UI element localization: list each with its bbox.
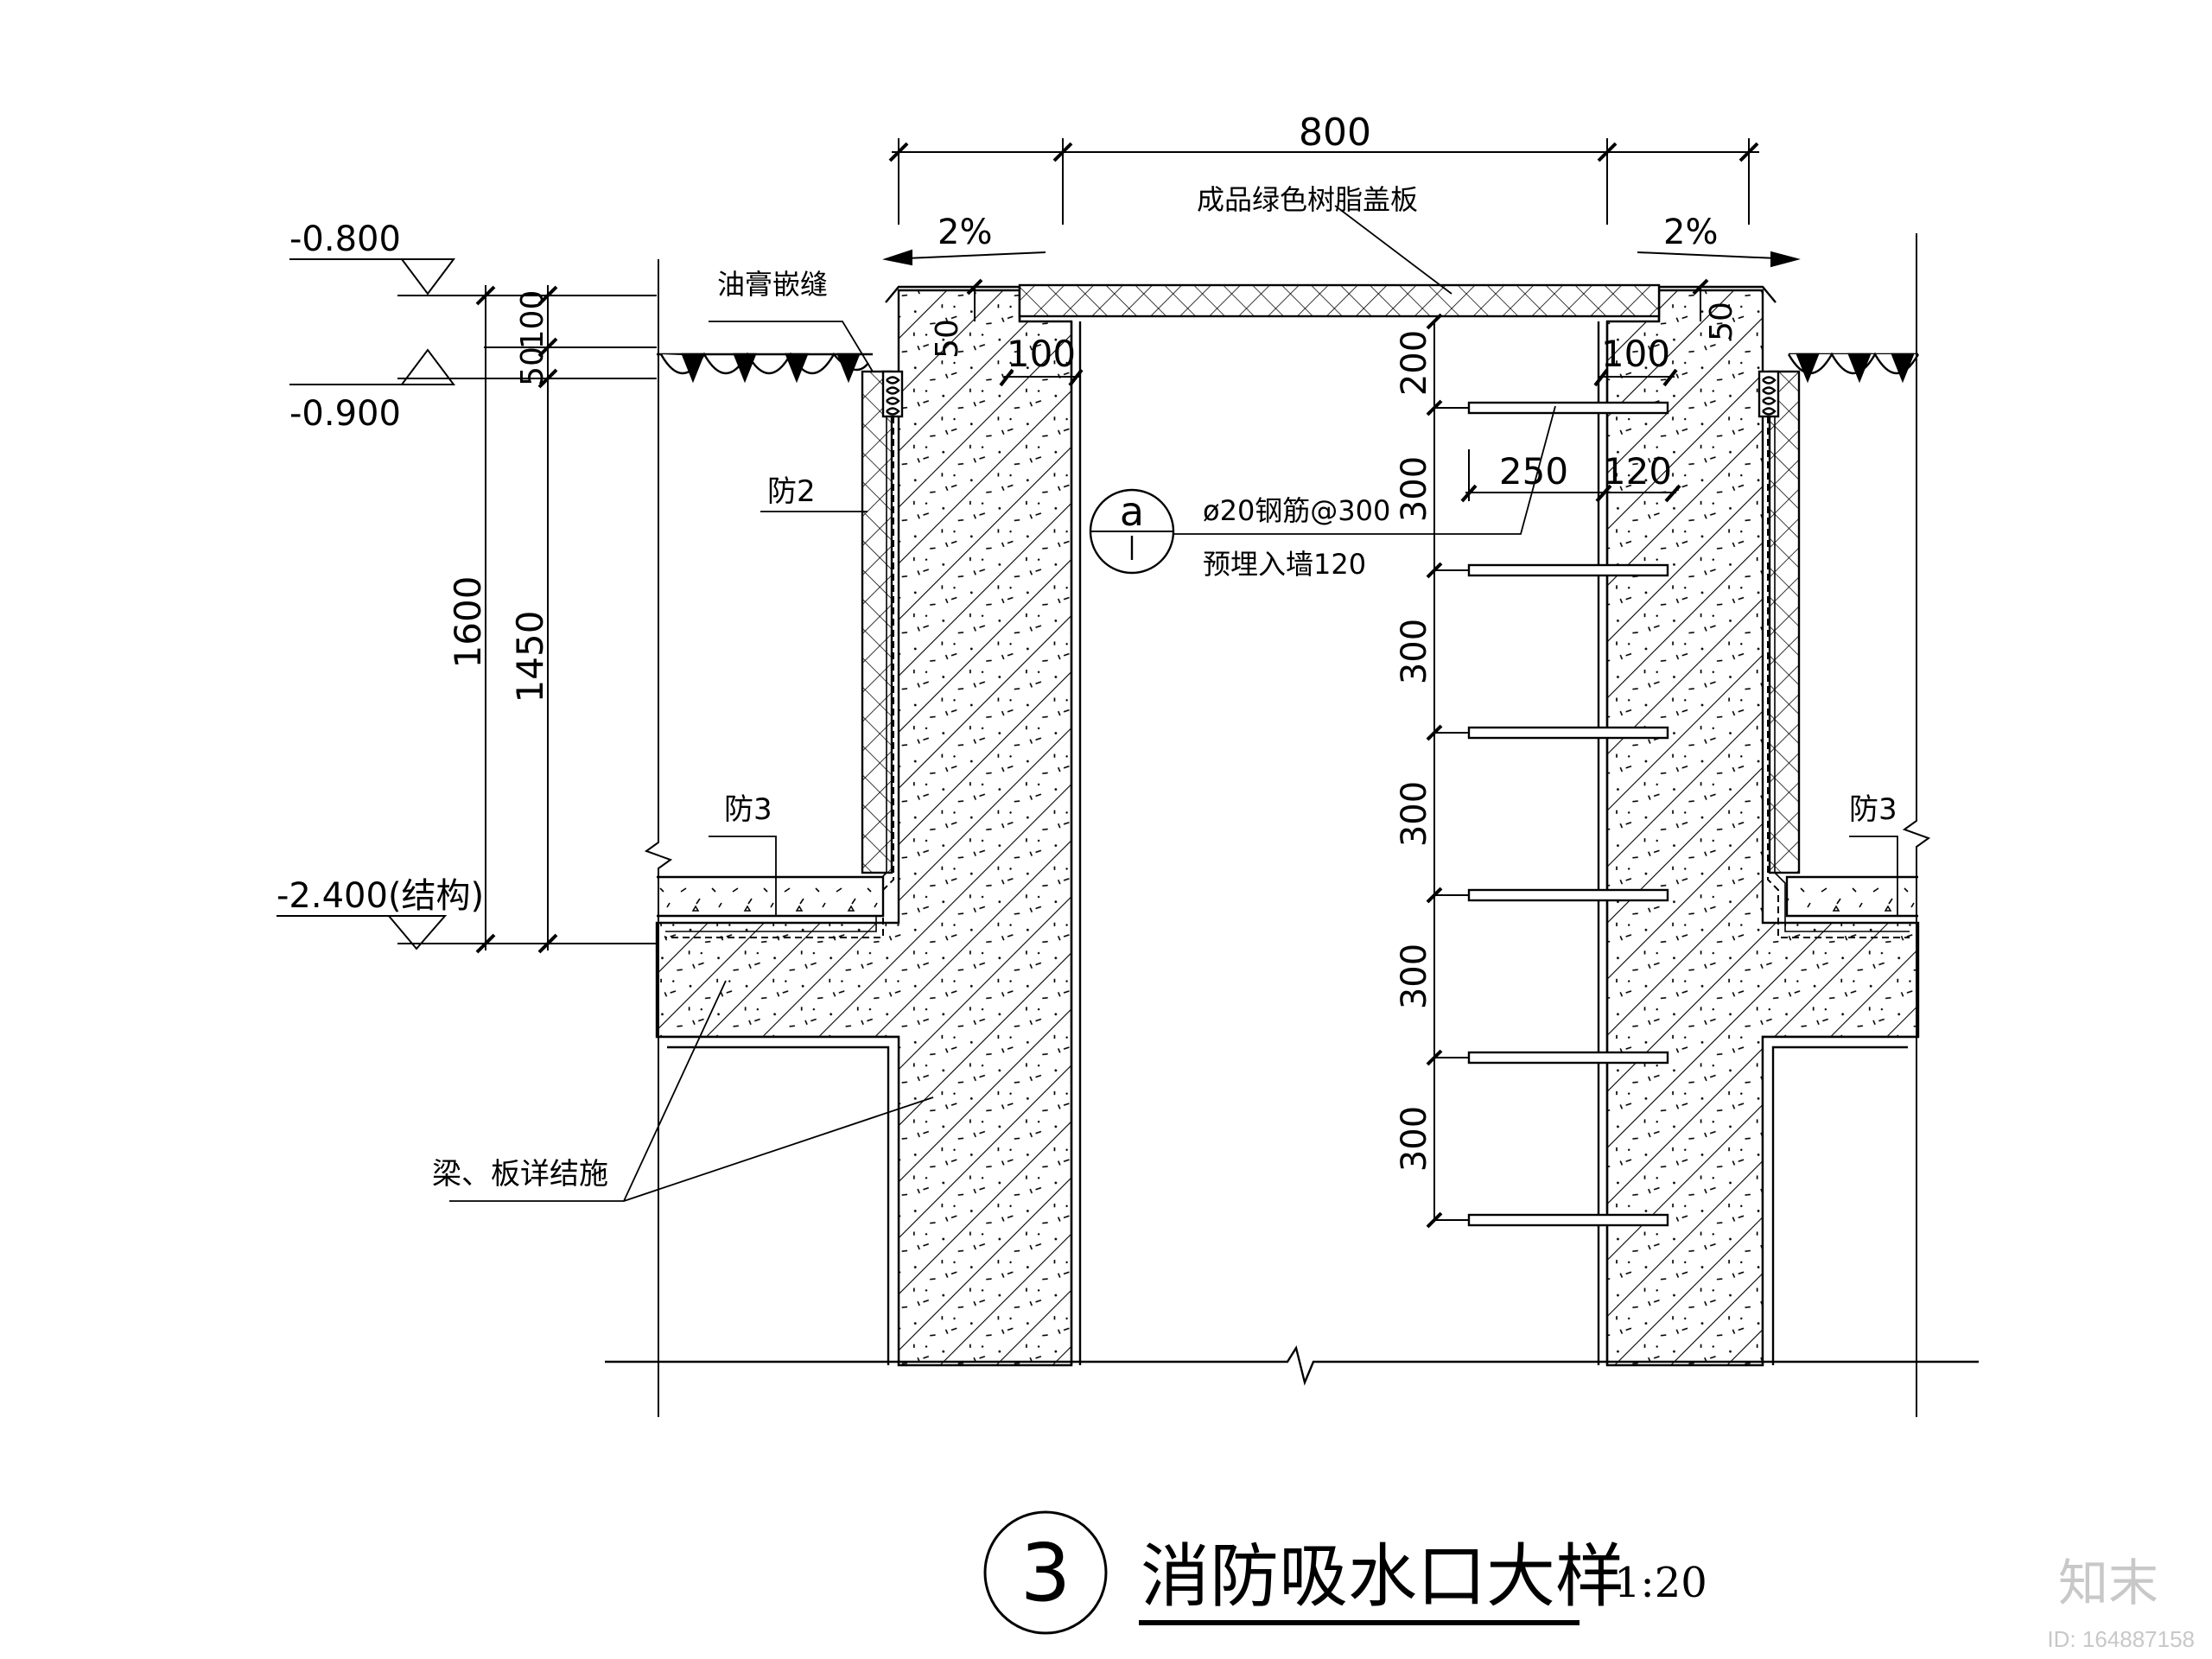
- ladder-rung: [1467, 1213, 1669, 1227]
- dim-120: 120: [1603, 450, 1672, 493]
- watermark-logo: 知末: [2058, 1555, 2158, 1611]
- watermark: 知末 ID: 164887158: [2047, 1555, 2195, 1652]
- ladder-rung: [1467, 888, 1669, 902]
- waterproof-2-label: 防2: [767, 474, 816, 509]
- dim-1600: 1600: [447, 576, 489, 669]
- break-lines: [605, 233, 1979, 1417]
- dim-200: 200: [1395, 330, 1434, 396]
- rebar-note-2: 预埋入墙120: [1203, 548, 1366, 581]
- ladder-rung: [1467, 401, 1669, 415]
- title-number: 3: [1020, 1527, 1071, 1619]
- dim-step-4: 300: [1395, 944, 1434, 1009]
- dimension-lines: [276, 138, 1801, 1229]
- dim-100-level: 100: [515, 290, 550, 350]
- image-id: ID: 164887158: [2047, 1626, 2195, 1652]
- dim-wall-left: 100: [1007, 333, 1076, 375]
- ladder-rungs: [1467, 401, 1669, 1227]
- dim-step-5: 300: [1395, 1106, 1434, 1172]
- resin-cover-plate: [1018, 283, 1661, 318]
- waterproof-3-right-label: 防3: [1849, 792, 1897, 827]
- elevation-structure: -2.400(结构): [276, 876, 484, 916]
- dim-wall-right: 100: [1601, 333, 1670, 375]
- slope-left: 2%: [938, 213, 992, 252]
- dim-step-2: 300: [1395, 619, 1434, 684]
- callout-letter: a: [1120, 488, 1144, 535]
- dim-curb-left: 50: [930, 319, 965, 359]
- dim-step-3: 300: [1395, 781, 1434, 847]
- dim-curb-right: 50: [1704, 302, 1739, 341]
- labels: 800 2% 2% 成品绿色树脂盖板 油膏嵌缝 -0.800 -0.900 -2…: [276, 111, 1897, 1192]
- waterproof-3-left-label: 防3: [724, 792, 772, 827]
- title-number-circle: [983, 1510, 1108, 1635]
- title-block: 3 消防吸水口大样 1:20: [983, 1510, 1707, 1635]
- ladder-rung: [1467, 726, 1669, 740]
- dim-step-1: 300: [1395, 456, 1434, 522]
- dim-50: 50: [515, 346, 550, 386]
- left-wall: [655, 285, 1082, 1367]
- dim-250: 250: [1499, 450, 1568, 493]
- detail-title: 消防吸水口大样: [1141, 1536, 1624, 1617]
- dim-1450: 1450: [509, 611, 551, 703]
- leader-lines: [449, 205, 1898, 1202]
- sealant-label: 油膏嵌缝: [717, 268, 828, 301]
- ladder-rung: [1467, 563, 1669, 577]
- dim-total-width: 800: [1299, 111, 1371, 155]
- right-wall: [1597, 285, 1920, 1367]
- beam-slab-note: 梁、板详结施: [432, 1157, 608, 1192]
- rebar-note-1: ø20钢筋@300: [1203, 494, 1390, 527]
- cover-plate-label: 成品绿色树脂盖板: [1197, 183, 1418, 216]
- elevation-ground: -0.900: [289, 394, 401, 434]
- ground-surface: [657, 352, 1920, 384]
- slope-right: 2%: [1663, 213, 1718, 252]
- section-callout: a: [1089, 488, 1175, 575]
- ladder-rung: [1467, 1051, 1669, 1065]
- elevation-top: -0.800: [289, 219, 401, 259]
- detail-scale: 1:20: [1614, 1559, 1707, 1607]
